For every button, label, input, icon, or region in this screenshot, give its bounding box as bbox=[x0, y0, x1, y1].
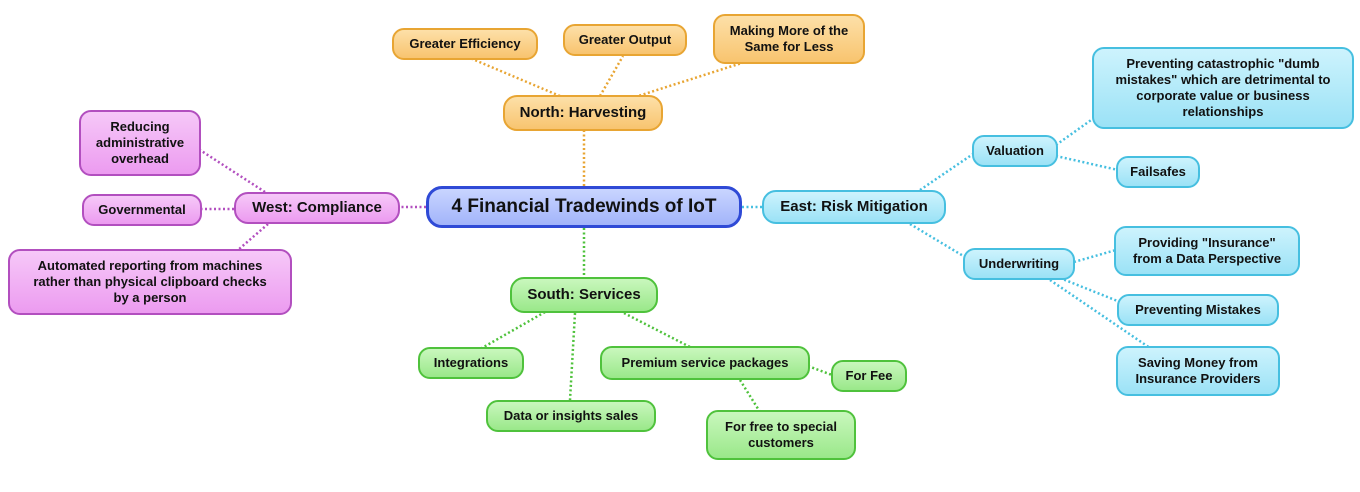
underwriting-leaf-saving-money[interactable]: Saving Money from Insurance Providers bbox=[1116, 346, 1280, 396]
north-leaf-greater-output[interactable]: Greater Output bbox=[563, 24, 687, 56]
west-leaf-admin-overhead[interactable]: Reducing administrative overhead bbox=[79, 110, 201, 176]
branch-south[interactable]: South: Services bbox=[510, 277, 658, 313]
west-leaf-governmental[interactable]: Governmental bbox=[82, 194, 202, 226]
north-leaf-more-for-less[interactable]: Making More of the Same for Less bbox=[713, 14, 865, 64]
underwriting-to-insurance-line bbox=[1073, 248, 1117, 264]
valuation-to-dumb-mistakes-line bbox=[1055, 116, 1095, 147]
underwriting-leaf-preventing-mistakes[interactable]: Preventing Mistakes bbox=[1117, 294, 1279, 326]
branch-north[interactable]: North: Harvesting bbox=[503, 95, 663, 131]
south-leaf-data-insights[interactable]: Data or insights sales bbox=[486, 400, 656, 432]
north-leaf-greater-efficiency[interactable]: Greater Efficiency bbox=[392, 28, 538, 60]
valuation-leaf-failsafes[interactable]: Failsafes bbox=[1116, 156, 1200, 188]
west-to-admin-line bbox=[199, 148, 266, 194]
south-premium[interactable]: Premium service packages bbox=[600, 346, 810, 380]
underwriting-to-preventing-line bbox=[1059, 276, 1121, 304]
east-valuation[interactable]: Valuation bbox=[972, 135, 1058, 167]
south-leaf-integrations[interactable]: Integrations bbox=[418, 347, 524, 379]
west-leaf-automated-reporting[interactable]: Automated reporting from machines rather… bbox=[8, 249, 292, 315]
premium-leaf-for-free[interactable]: For free to special customers bbox=[706, 410, 856, 460]
south-to-premium-line bbox=[619, 309, 691, 349]
east-to-valuation-line bbox=[919, 150, 977, 192]
premium-to-fee-line bbox=[807, 364, 833, 377]
branch-east[interactable]: East: Risk Mitigation bbox=[762, 190, 946, 224]
north-to-more-for-less-line bbox=[634, 60, 746, 99]
valuation-to-failsafes-line bbox=[1055, 154, 1119, 172]
west-to-reporting-line bbox=[237, 223, 269, 251]
underwriting-leaf-insurance[interactable]: Providing "Insurance" from a Data Perspe… bbox=[1114, 226, 1300, 276]
underwriting-to-saving-line bbox=[1049, 278, 1151, 350]
south-to-data-insights-line bbox=[568, 312, 577, 401]
east-underwriting[interactable]: Underwriting bbox=[963, 248, 1075, 280]
south-to-integrations-line bbox=[481, 310, 546, 350]
north-to-efficiency-line bbox=[469, 56, 561, 98]
valuation-leaf-dumb-mistakes[interactable]: Preventing catastrophic "dumb mistakes" … bbox=[1092, 47, 1354, 129]
premium-to-free-line bbox=[738, 379, 762, 413]
north-to-output-line bbox=[598, 55, 625, 97]
central-topic[interactable]: 4 Financial Tradewinds of IoT bbox=[426, 186, 742, 228]
premium-leaf-for-fee[interactable]: For Fee bbox=[831, 360, 907, 392]
east-to-underwriting-line bbox=[909, 222, 971, 262]
branch-west[interactable]: West: Compliance bbox=[234, 192, 400, 224]
